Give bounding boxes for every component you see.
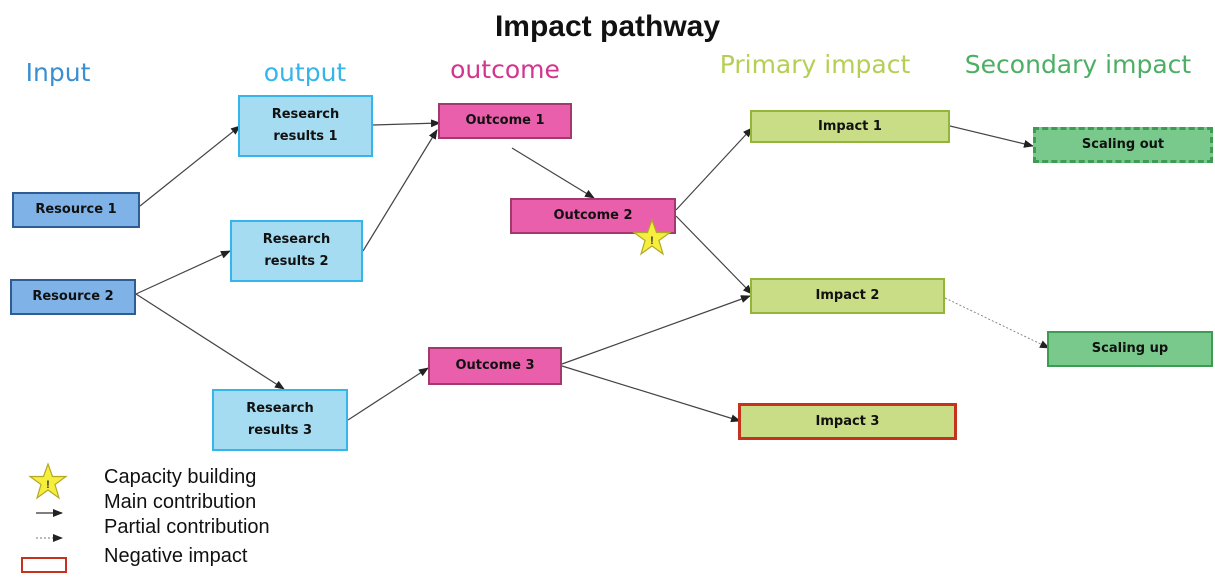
legend-star-icon: ! xyxy=(28,462,68,500)
node-research-results-1: Research results 1 xyxy=(238,95,373,157)
legend-partial-contribution: Partial contribution xyxy=(104,516,270,538)
legend-negative-swatch xyxy=(21,557,67,573)
edge-resource2-to-research3 xyxy=(135,293,285,390)
node-impact-3: Impact 3 xyxy=(738,403,957,440)
svg-text:!: ! xyxy=(650,235,654,247)
node-scaling-up: Scaling up xyxy=(1047,331,1213,367)
legend-main-contribution: Main contribution xyxy=(104,491,257,513)
diagram-title: Impact pathway xyxy=(494,10,721,43)
legend-capacity-building: Capacity building xyxy=(104,466,257,488)
column-header-secondary-impact: Secondary impact xyxy=(964,50,1192,79)
column-header-outcome: outcome xyxy=(450,55,560,84)
edge-outcome3-to-impact3 xyxy=(561,365,741,423)
node-impact-1: Impact 1 xyxy=(750,110,950,143)
node-outcome-1: Outcome 1 xyxy=(438,103,572,139)
node-outcome-3: Outcome 3 xyxy=(428,347,562,385)
edge-outcome1-to-outcome2 xyxy=(511,147,595,199)
node-resource-1: Resource 1 xyxy=(12,192,140,228)
node-scaling-out: Scaling out xyxy=(1033,127,1213,163)
svg-text:!: ! xyxy=(46,479,50,491)
edge-impact2-to-scaling_up xyxy=(944,297,1050,349)
edge-outcome2-to-impact2 xyxy=(675,215,753,295)
edge-resource2-to-research2 xyxy=(135,250,231,295)
edge-research1-to-outcome1 xyxy=(372,119,441,128)
column-header-output: output xyxy=(263,58,347,87)
edge-outcome2-to-impact1 xyxy=(675,127,753,211)
edge-resource1-to-research1 xyxy=(139,125,241,207)
column-header-primary-impact: Primary impact xyxy=(719,50,911,79)
column-header-input: Input xyxy=(25,58,91,87)
node-impact-2: Impact 2 xyxy=(750,278,945,314)
capacity-building-star-icon: ! xyxy=(632,218,672,256)
node-outcome-2: Outcome 2 xyxy=(510,198,676,234)
node-resource-2: Resource 2 xyxy=(10,279,136,315)
edge-research3-to-outcome3 xyxy=(347,367,429,421)
edge-outcome3-to-impact2 xyxy=(561,295,751,365)
edge-research2-to-outcome1 xyxy=(362,129,438,252)
node-research-results-3: Research results 3 xyxy=(212,389,348,451)
node-research-results-2: Research results 2 xyxy=(230,220,363,282)
legend-negative-impact: Negative impact xyxy=(104,545,248,567)
edge-impact1-to-scaling_out xyxy=(949,125,1034,148)
